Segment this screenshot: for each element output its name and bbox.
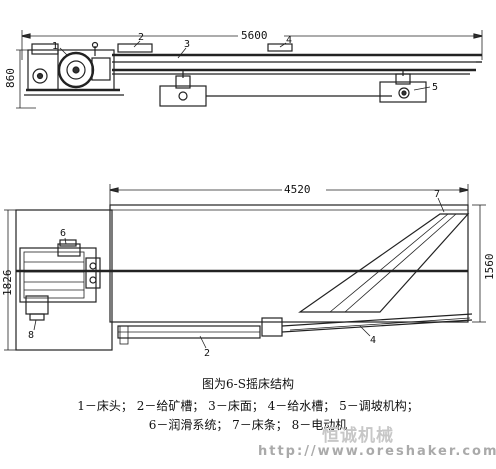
- callout-4: 4: [286, 35, 292, 46]
- feed-trough: [117, 43, 153, 53]
- callout-2-plan: 2: [204, 348, 210, 359]
- watermark-url: http://www.oreshaker.com: [258, 444, 496, 459]
- motor: [25, 295, 49, 321]
- elevation-view: 5600 860: [4, 29, 483, 109]
- callouts-plan: 6 7 8 2 4: [28, 189, 445, 359]
- callout-6: 6: [60, 228, 66, 239]
- figure-title: 图为6-S摇床结构: [202, 377, 294, 391]
- dim-1560-label: 1560: [483, 254, 496, 281]
- water-trough: [267, 43, 293, 52]
- deck-plan: [16, 204, 469, 323]
- support-frame-left: [159, 70, 207, 107]
- base-frame: [15, 209, 113, 351]
- dim-1560: 1560: [472, 204, 496, 323]
- dim-4520-label: 4520: [284, 183, 311, 196]
- callout-3: 3: [184, 39, 190, 50]
- head-motion-mechanism: [24, 41, 124, 96]
- dim-860: 860: [4, 49, 36, 109]
- riffles: [298, 213, 470, 313]
- head-motion-plan: [19, 243, 101, 303]
- dim-1826: 1826: [1, 209, 16, 351]
- dim-1826-label: 1826: [1, 270, 14, 297]
- plan-view: 4520 1826 1560: [1, 183, 496, 359]
- watermark-brand: 恒诚机械: [322, 426, 394, 446]
- slope-adjusting-mechanism: [379, 70, 427, 103]
- callout-7: 7: [434, 189, 440, 200]
- feed-trough-plan: [117, 325, 261, 345]
- dim-860-label: 860: [4, 68, 17, 88]
- dim-5600: 5600: [21, 29, 483, 60]
- legend-line-1: 1－床头； 2－给矿槽； 3－床面； 4－给水槽； 5－调坡机构；: [77, 399, 419, 413]
- callouts-top: 1 2 3 4 5: [52, 32, 438, 93]
- callout-4-plan: 4: [370, 335, 376, 346]
- lubrication-system: [59, 239, 77, 247]
- deck-side: [112, 53, 482, 75]
- legend-line-2: 6－润滑系统； 7－床条； 8－电动机: [148, 418, 348, 432]
- water-trough-plan: [261, 313, 473, 337]
- dim-4520: 4520: [109, 183, 469, 205]
- dim-5600-label: 5600: [241, 29, 268, 42]
- callout-8: 8: [28, 330, 34, 341]
- callout-2: 2: [138, 32, 144, 43]
- callout-5: 5: [432, 82, 438, 93]
- callout-1: 1: [52, 41, 58, 52]
